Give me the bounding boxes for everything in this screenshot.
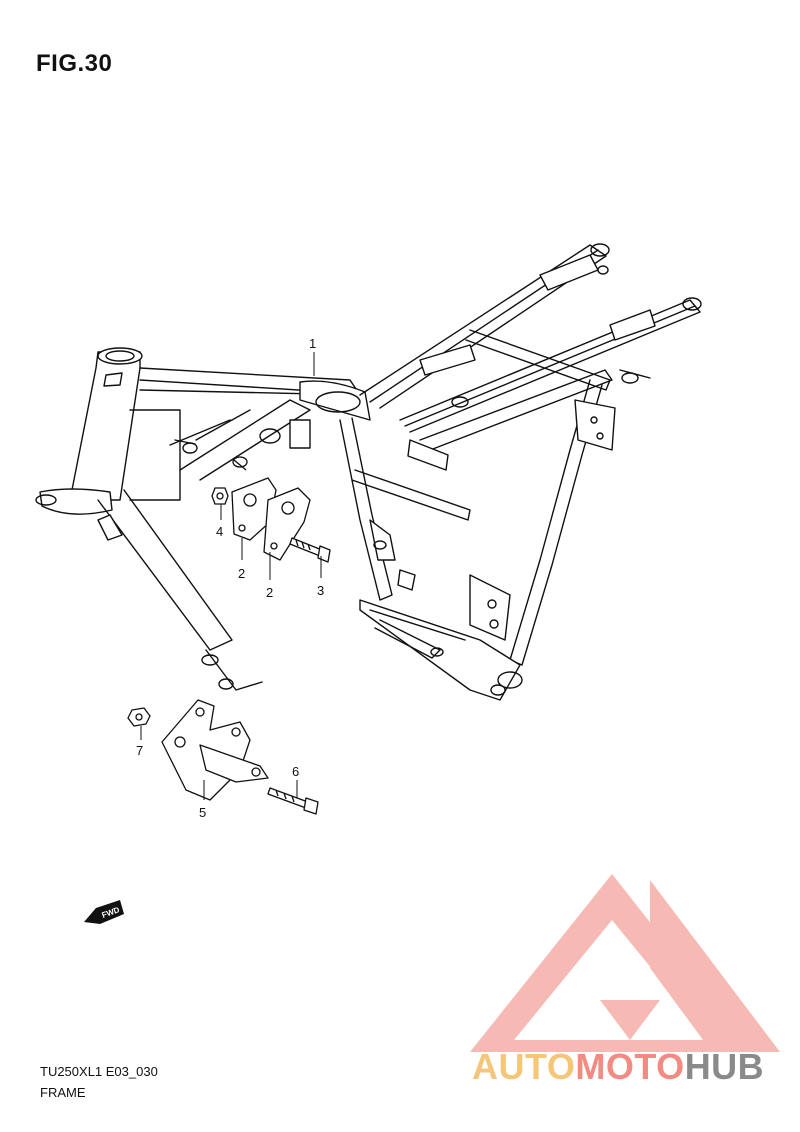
section-name: FRAME [40, 1085, 86, 1100]
watermark-part-moto: MOTO [575, 1046, 685, 1087]
callout-1: 1 [309, 336, 317, 351]
callout-4: 4 [216, 524, 224, 539]
figure-title: FIG.30 [36, 50, 113, 77]
watermark-part-auto: AUTO [472, 1046, 576, 1087]
callout-5: 5 [199, 805, 207, 820]
callout-7: 7 [136, 743, 144, 758]
callout-3: 3 [317, 583, 325, 598]
watermark-logo [470, 874, 780, 1052]
watermark-text: AUTOMOTOHUB [472, 1046, 764, 1088]
leader-lines [140, 352, 322, 800]
frame-main [35, 243, 702, 701]
callout-2b: 2 [266, 585, 274, 600]
model-code: TU250XL1 E03_030 [40, 1064, 158, 1079]
engine-mount-brackets [211, 456, 331, 563]
callout-2a: 2 [238, 566, 246, 581]
watermark-part-hub: HUB [684, 1046, 765, 1087]
callout-6: 6 [292, 764, 300, 779]
fwd-arrow-icon: FWD [84, 900, 124, 924]
lower-bracket-assembly [127, 699, 319, 815]
